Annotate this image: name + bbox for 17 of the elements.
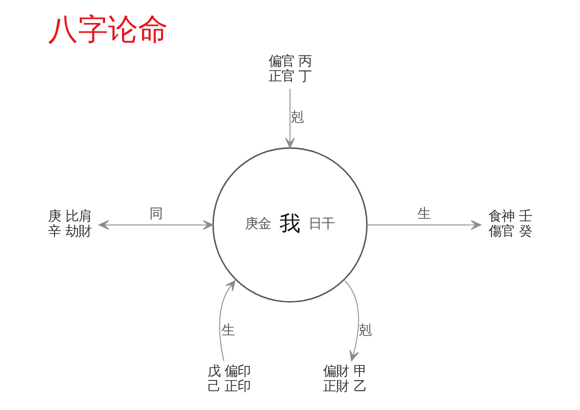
edge-label: 同	[149, 206, 162, 222]
edge-label: 剋	[358, 324, 372, 339]
node-circle: 庚金 我 日干	[212, 147, 368, 303]
arrow	[219, 280, 236, 362]
arrow	[285, 88, 295, 148]
edge-label: 剋	[290, 110, 304, 126]
diagram-title: 八字论命	[48, 12, 168, 48]
node-text: 偏財 甲 正財 乙	[323, 364, 366, 394]
arrow	[98, 220, 214, 230]
node-text: 食神 壬 傷官 癸	[488, 209, 532, 240]
edge-label: 生	[418, 206, 431, 222]
arrow	[344, 280, 359, 362]
node-text: 偏官 丙 正官 丁	[268, 54, 312, 85]
node-text: 戊 偏印 己 正印	[207, 364, 251, 394]
node-text: 庚 比肩 辛 劫財	[48, 209, 92, 240]
edge-label: 生	[222, 324, 235, 339]
arrow	[366, 220, 482, 230]
